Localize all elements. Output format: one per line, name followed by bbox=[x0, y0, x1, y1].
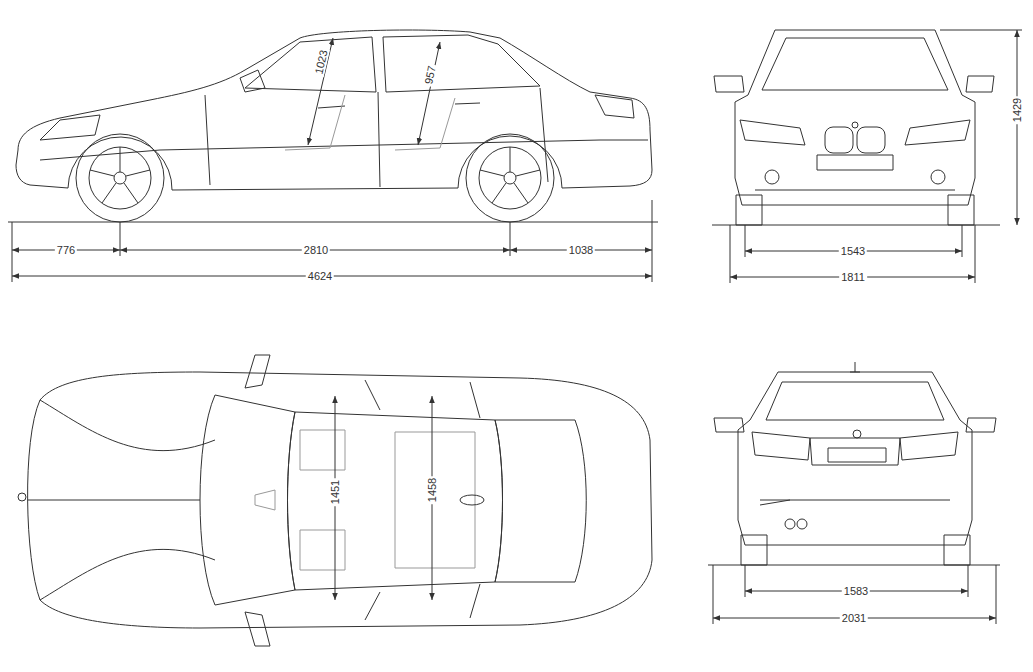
dimension-label: 1458 bbox=[426, 476, 438, 504]
dimension-label: 1451 bbox=[329, 478, 341, 506]
dimension-label: 1543 bbox=[839, 245, 867, 257]
dimension-label: 776 bbox=[55, 244, 77, 256]
top-view bbox=[18, 355, 652, 646]
dimension-label: 2031 bbox=[840, 612, 868, 624]
dimension-label: 4624 bbox=[306, 270, 334, 282]
front-view bbox=[712, 30, 1022, 283]
dimension-label: 1038 bbox=[567, 244, 595, 256]
dimension-label: 1811 bbox=[839, 271, 867, 283]
dimension-label: 2810 bbox=[302, 244, 330, 256]
rear-view bbox=[708, 362, 1000, 624]
dimension-label: 1583 bbox=[842, 585, 870, 597]
dimension-label: 957 bbox=[422, 63, 438, 87]
dimension-label: 1023 bbox=[312, 47, 330, 77]
side-view bbox=[8, 30, 658, 282]
dimension-label: 1429 bbox=[1011, 96, 1023, 124]
